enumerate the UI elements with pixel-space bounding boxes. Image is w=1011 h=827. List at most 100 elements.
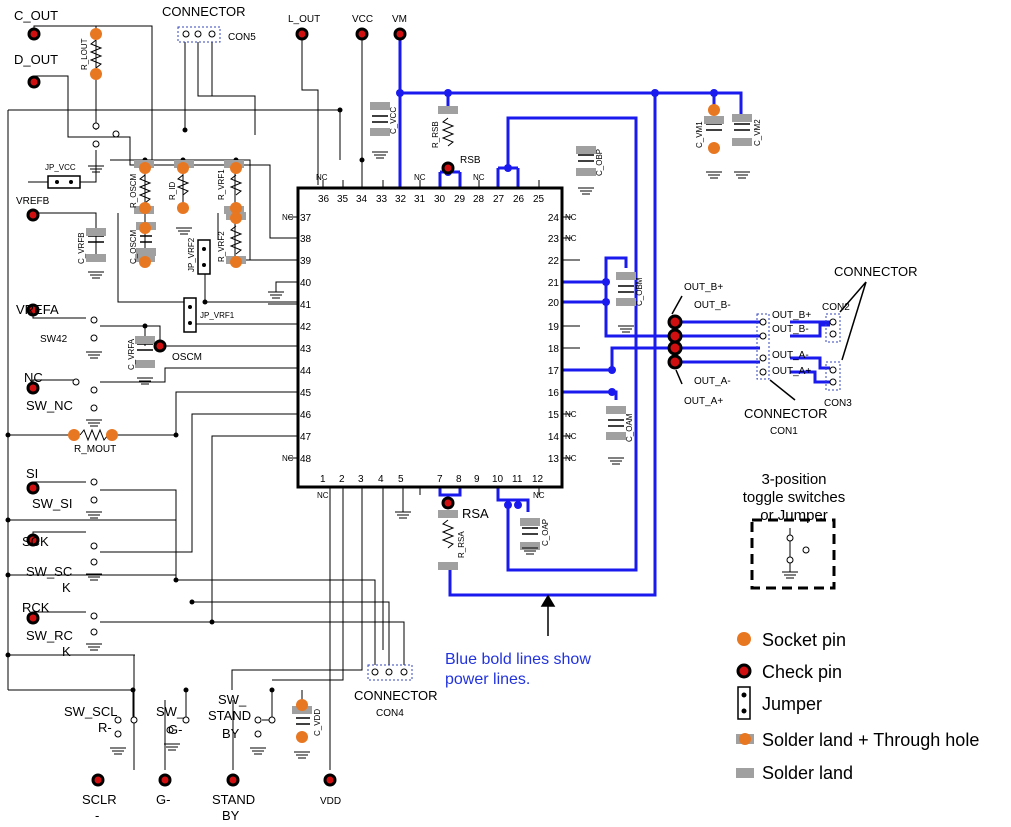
resistor-r-mout bbox=[79, 428, 109, 442]
label-con-out-a-minus: OUT_A- bbox=[772, 350, 809, 361]
pin-21: 21 bbox=[548, 278, 560, 289]
legend-check-label: Check pin bbox=[762, 662, 842, 682]
label-c-vrfb: C_VRFB bbox=[77, 232, 86, 264]
power-note-line-2: power lines. bbox=[445, 671, 530, 688]
label-jp-vrf1: JP_VRF1 bbox=[200, 311, 235, 320]
cap-c-vm2 bbox=[734, 123, 750, 131]
ic-top-pins: 36 35 34 33 32 31 30 29 28 27 26 25 NC N… bbox=[316, 173, 545, 205]
label-r-vrf1: R_VRF1 bbox=[217, 169, 226, 200]
label-r-rsa: R_RSA bbox=[457, 531, 466, 558]
jumper-jp-vcc bbox=[47, 175, 81, 189]
legend-jumper-label: Jumper bbox=[762, 694, 822, 714]
label-r-id: R_ID bbox=[168, 182, 177, 200]
label-sck: SCK bbox=[22, 534, 49, 549]
pin-19: 19 bbox=[548, 322, 560, 333]
pin-11: 11 bbox=[512, 474, 523, 485]
nc-label: NC bbox=[316, 173, 328, 182]
label-dash: - bbox=[95, 808, 99, 823]
pin-8: 8 bbox=[456, 474, 462, 485]
label-si: SI bbox=[26, 466, 38, 481]
pin-10: 10 bbox=[492, 474, 504, 485]
label-r-oscm: R_OSCM bbox=[129, 173, 138, 208]
cap-c-oam bbox=[608, 419, 624, 427]
label-r-minus: R- bbox=[98, 720, 112, 735]
arrows bbox=[540, 281, 867, 636]
pin-12: 12 bbox=[532, 474, 544, 485]
socket-pins bbox=[68, 28, 720, 743]
pin-2: 2 bbox=[339, 474, 345, 485]
nc-label: NC bbox=[533, 491, 545, 500]
label-sw-scl: SW_SCL bbox=[64, 704, 117, 719]
pin-4: 4 bbox=[378, 474, 384, 485]
legend-socket-label: Socket pin bbox=[762, 630, 846, 650]
pin-24: 24 bbox=[548, 213, 560, 224]
label-rsb: RSB bbox=[460, 155, 481, 166]
label-c-oap: C_OAP bbox=[541, 519, 550, 546]
label-con2: CON2 bbox=[822, 302, 850, 313]
toggle-note-line-2: toggle switches bbox=[743, 489, 846, 506]
pin-46: 46 bbox=[300, 410, 312, 421]
ic-right-pins: 24 23 22 21 20 19 18 17 16 15 14 13 bbox=[548, 213, 560, 465]
label-l-out: L_OUT bbox=[288, 14, 320, 25]
pin-37: 37 bbox=[300, 213, 312, 224]
pin-43: 43 bbox=[300, 344, 312, 355]
label-c-vm2: C_VM2 bbox=[753, 119, 762, 146]
pin-31: 31 bbox=[414, 194, 426, 205]
switch-contacts bbox=[72, 30, 837, 738]
label-vcc: VCC bbox=[352, 14, 373, 25]
cap-c-oscm bbox=[140, 235, 152, 243]
label-connector-bottom: CONNECTOR bbox=[744, 406, 828, 421]
label-con-out-a-plus: OUT_A+ bbox=[772, 366, 811, 377]
cap-c-oap bbox=[522, 527, 538, 535]
pin-22: 22 bbox=[548, 256, 560, 267]
label-jp-vrf2: JP_VRF2 bbox=[187, 237, 196, 272]
label-vdd: VDD bbox=[320, 796, 341, 807]
cap-c-obp bbox=[578, 154, 594, 162]
pin-40: 40 bbox=[300, 278, 312, 289]
resistors bbox=[79, 39, 455, 549]
label-c-out: C_OUT bbox=[14, 8, 58, 23]
label-stand: STAND bbox=[208, 708, 251, 723]
pin-5: 5 bbox=[398, 474, 404, 485]
pin-39: 39 bbox=[300, 256, 312, 267]
pin-17: 17 bbox=[548, 366, 560, 377]
label-k1: K bbox=[62, 580, 71, 595]
component-labels: R_LOUT JP_VCC R_OSCM R_ID R_VRF1 C_OSCM … bbox=[45, 38, 762, 736]
nc-label: NC bbox=[317, 491, 329, 500]
label-out-b-minus: OUT_B- bbox=[694, 300, 731, 311]
left-labels: C_OUT D_OUT VREFB VREFA SW42 NC SW_NC R_… bbox=[14, 8, 116, 659]
jumper-jp-vrf2 bbox=[197, 239, 211, 275]
label-c-vrfa: C_VRFA bbox=[127, 338, 136, 370]
label-connector-top: CONNECTOR bbox=[162, 4, 246, 19]
label-sw-g: SW_ bbox=[156, 704, 185, 719]
label-r-vrf2: R_VRF2 bbox=[217, 231, 226, 262]
legend-socket-icon bbox=[737, 632, 751, 646]
pin-23: 23 bbox=[548, 234, 560, 245]
label-out-a-minus: OUT_A- bbox=[694, 376, 731, 387]
legend-check-icon bbox=[736, 663, 752, 679]
label-d-out: D_OUT bbox=[14, 52, 58, 67]
cap-c-vm1 bbox=[706, 123, 722, 131]
resistor-r-lout bbox=[89, 39, 103, 69]
label-vrefb: VREFB bbox=[16, 196, 50, 207]
pin-7: 7 bbox=[437, 474, 443, 485]
jumper-jp-vrf1 bbox=[183, 297, 197, 333]
pin-38: 38 bbox=[300, 234, 312, 245]
bottom-labels: SW_SCL R- SW_ G- SW_ STAND BY SCLR - G- … bbox=[64, 688, 438, 823]
pin-20: 20 bbox=[548, 298, 560, 309]
pin-1: 1 bbox=[320, 474, 326, 485]
pin-48: 48 bbox=[300, 454, 312, 465]
cap-c-obm bbox=[618, 285, 634, 293]
ic-bottom-pins: 1 2 3 4 5 7 8 9 10 11 12 NC NC bbox=[317, 474, 545, 500]
pin-26: 26 bbox=[513, 194, 525, 205]
nc-label: NC bbox=[565, 454, 577, 463]
ground-symbols bbox=[86, 151, 750, 759]
label-sw-rc: SW_RC bbox=[26, 628, 73, 643]
label-by-2: BY bbox=[222, 808, 240, 823]
nc-label: NC bbox=[565, 234, 577, 243]
connector-boxes bbox=[177, 26, 841, 681]
pin-25: 25 bbox=[533, 194, 545, 205]
notes: 3-position toggle switches or Jumper Blu… bbox=[445, 471, 845, 688]
output-labels: OUT_B+ OUT_B- OUT_A- OUT_A+ OUT_B+ OUT_B… bbox=[684, 264, 918, 437]
